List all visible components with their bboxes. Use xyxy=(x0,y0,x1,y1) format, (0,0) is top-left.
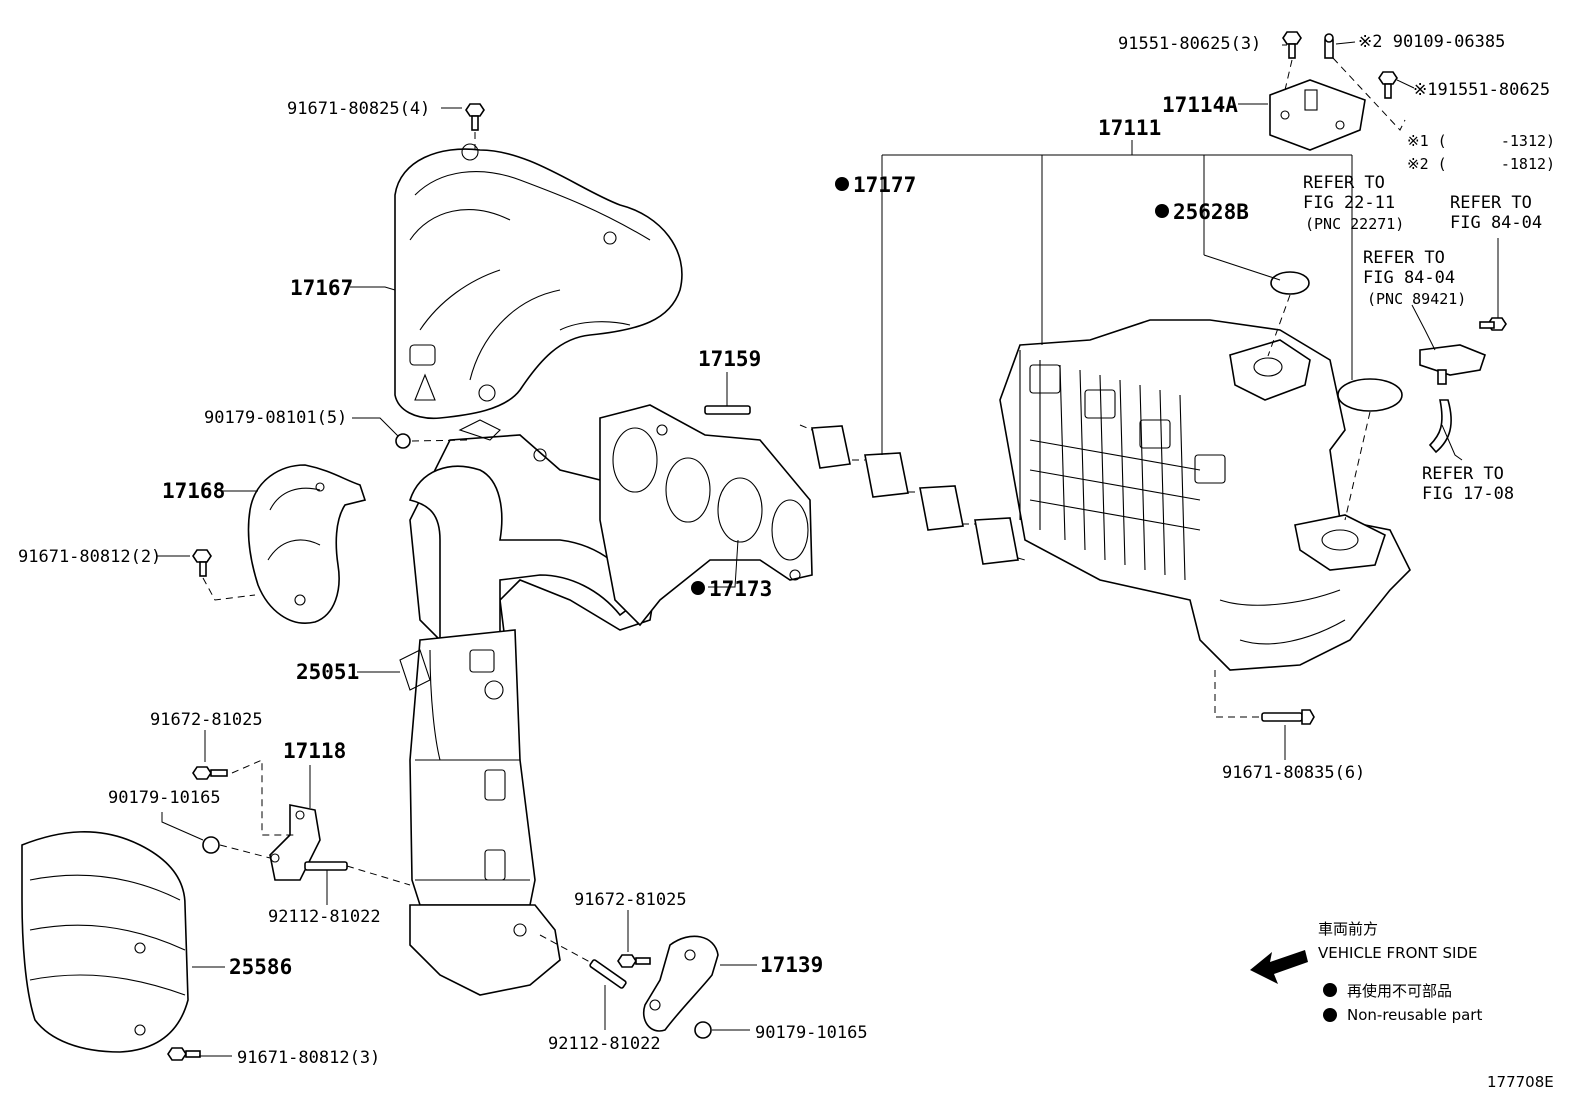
stud-17159 xyxy=(704,405,751,415)
nonreusable-dot-17173 xyxy=(691,581,705,595)
heat-insulator-17168 xyxy=(247,464,367,624)
label-25051: 25051 xyxy=(296,660,359,684)
label-25586: 25586 xyxy=(229,955,292,979)
note-refer-22-11-b: FIG 22-11 xyxy=(1303,193,1395,213)
o-ring-side xyxy=(1337,378,1403,521)
nut-90179-10165-b xyxy=(694,1021,712,1039)
bolt-91672-81025-a xyxy=(192,759,295,836)
heat-insulator-25586 xyxy=(21,831,189,1053)
label-91551-80625-b: ※191551-80625 xyxy=(1413,80,1550,100)
legend-nonreuse-en: Non-reusable part xyxy=(1347,1006,1482,1024)
sensor-bracket xyxy=(1419,344,1486,385)
label-91672-81025-a: 91672-81025 xyxy=(150,710,263,730)
legend-front-jp: 車両前方 xyxy=(1318,920,1378,938)
note-refer-22-11-a: REFER TO xyxy=(1303,173,1385,193)
note-refer-84-04-pnc-c: (PNC 89421) xyxy=(1367,290,1466,308)
note-range-2: ※2 ( -1812) xyxy=(1407,155,1555,173)
stud-92112-81022-a xyxy=(304,861,411,886)
label-91671-80835: 91671-80835(6) xyxy=(1222,763,1365,783)
label-17168: 17168 xyxy=(162,479,225,503)
label-90109-06385: ※2 90109-06385 xyxy=(1358,32,1505,52)
bolt-91671-80825 xyxy=(465,103,485,150)
label-92112-81022-a: 92112-81022 xyxy=(268,907,381,927)
exhaust-manifold-converter-25051 xyxy=(399,419,661,996)
nonreusable-dot-legend-1 xyxy=(1323,983,1337,997)
bracket-17139 xyxy=(643,935,719,1032)
stud-90109-06385 xyxy=(1324,33,1406,131)
heat-insulator-17167 xyxy=(394,143,683,420)
bolt-91551-80625-b xyxy=(1378,71,1398,99)
legend: 車両前方 VEHICLE FRONT SIDE 再使用不可部品 Non-reus… xyxy=(1250,920,1554,1091)
gasket-17173 xyxy=(599,404,813,627)
label-90179-08101: 90179-08101(5) xyxy=(204,408,347,428)
nonreusable-dot-17177 xyxy=(835,177,849,191)
bolt-91672-81025-b xyxy=(617,954,651,968)
label-17159: 17159 xyxy=(698,347,761,371)
vacuum-hose xyxy=(1428,399,1452,454)
nonreusable-dot-25628b xyxy=(1155,204,1169,218)
stud-92112-81022-b xyxy=(539,934,627,989)
figure-id: 177708E xyxy=(1487,1073,1554,1091)
label-17139: 17139 xyxy=(760,953,823,977)
label-91672-81025-b: 91672-81025 xyxy=(574,890,687,910)
note-refer-84-04-a: REFER TO xyxy=(1450,193,1532,213)
label-17167: 17167 xyxy=(290,276,353,300)
bolt-91671-80812-2 xyxy=(192,549,256,601)
nut-90179-08101 xyxy=(395,433,471,449)
leader-lines xyxy=(157,41,1499,1057)
label-17173: 17173 xyxy=(709,577,772,601)
part-labels: 91671-80825(4) 17167 90179-08101(5) 1716… xyxy=(18,32,1550,1068)
nonreusable-dot-legend-2 xyxy=(1323,1008,1337,1022)
label-90179-10165-a: 90179-10165 xyxy=(108,788,221,808)
label-17118: 17118 xyxy=(283,739,346,763)
note-refer-17-08-a: REFER TO xyxy=(1422,464,1504,484)
label-90179-10165-b: 90179-10165 xyxy=(755,1023,868,1043)
label-91671-80825: 91671-80825(4) xyxy=(287,99,430,119)
bolt-91671-80835 xyxy=(1214,670,1315,725)
label-17114a: 17114A xyxy=(1162,93,1238,117)
front-arrow-icon xyxy=(1250,950,1308,984)
label-91671-80812-3: 91671-80812(3) xyxy=(237,1048,380,1068)
intake-gaskets-17177 xyxy=(799,424,1026,565)
legend-nonreuse-jp: 再使用不可部品 xyxy=(1347,982,1452,1000)
o-ring-top xyxy=(1267,271,1310,357)
note-refer-84-04-b: FIG 84-04 xyxy=(1450,213,1542,233)
label-91671-80812-2: 91671-80812(2) xyxy=(18,547,161,567)
label-91551-80625-3: 91551-80625(3) xyxy=(1118,34,1261,54)
gasket-17114a xyxy=(1269,79,1366,151)
reference-notes: ※1 ( -1312) ※2 ( -1812) REFER TO FIG 22-… xyxy=(1303,132,1555,504)
note-refer-84-04-pnc-a: REFER TO xyxy=(1363,248,1445,268)
bolt-sensor xyxy=(1479,317,1507,331)
note-refer-84-04-pnc-b: FIG 84-04 xyxy=(1363,268,1455,288)
note-refer-22-11-c: (PNC 22271) xyxy=(1305,215,1404,233)
note-range-1: ※1 ( -1312) xyxy=(1407,132,1555,150)
note-refer-17-08-b: FIG 17-08 xyxy=(1422,484,1514,504)
legend-front-en: VEHICLE FRONT SIDE xyxy=(1318,944,1478,962)
nut-90179-10165-a xyxy=(202,836,271,859)
bolt-91551-80625-3 xyxy=(1282,31,1302,91)
label-92112-81022-b: 92112-81022 xyxy=(548,1034,661,1054)
label-17111: 17111 xyxy=(1098,116,1161,140)
label-17177: 17177 xyxy=(853,173,916,197)
bolt-91671-80812-3 xyxy=(167,1047,201,1061)
intake-manifold-17111 xyxy=(999,319,1411,671)
label-25628b: 25628B xyxy=(1173,200,1249,224)
